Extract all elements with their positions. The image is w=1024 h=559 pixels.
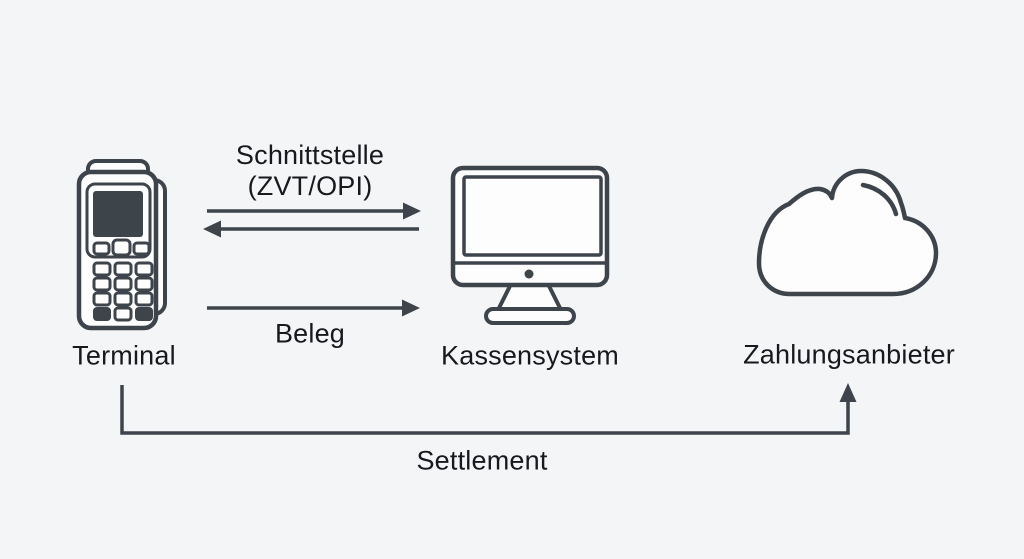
monitor-base [484,307,576,325]
settlement-connector [120,383,857,435]
payment-terminal-icon [76,159,167,331]
cloud-icon [756,168,939,297]
terminal-keypad [92,261,154,322]
kassensystem-label: Kassensystem [441,340,619,371]
beleg-arrow [207,299,420,317]
cloud-inner-arc [860,182,899,217]
monitor-frame [450,165,610,288]
monitor-screen [462,175,603,257]
settlement-path [120,385,850,435]
arrow-left-head [203,220,221,238]
schnittstelle-bidirectional-arrow [203,202,421,238]
beleg-label: Beleg [274,318,346,349]
terminal-function-buttons [92,238,151,257]
schnittstelle-label-line1: Schnittstelle [235,140,385,170]
terminal-label: Terminal [72,340,176,371]
beleg-arrow-head [402,299,420,317]
zahlungsanbieter-label: Zahlungsanbieter [743,339,955,370]
settlement-label: Settlement [416,445,548,476]
monitor-camera-dot [524,269,534,279]
arrow-right-head [403,202,421,220]
schnittstelle-label: Schnittstelle (ZVT/OPI) [236,140,384,202]
desktop-computer-icon [450,165,610,325]
cloud-outline [756,168,939,297]
schnittstelle-label-line2: (ZVT/OPI) [247,171,373,201]
terminal-screen [93,191,143,237]
settlement-arrow-head [839,383,857,402]
